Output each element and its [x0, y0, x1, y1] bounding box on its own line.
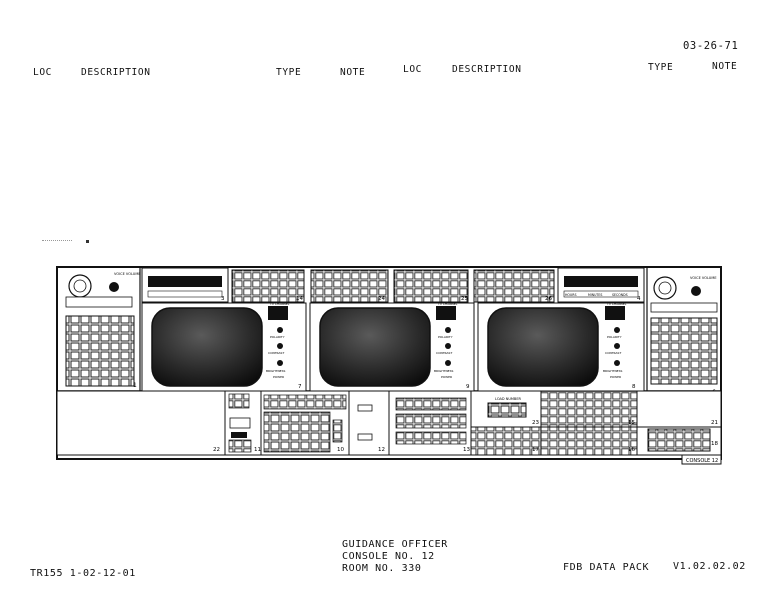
svg-text:4: 4 — [637, 296, 641, 302]
tv-monitor-09 — [309, 302, 475, 392]
footer-title-line2: CONSOLE NO. 12 — [342, 551, 435, 562]
dial-icon — [68, 274, 92, 298]
clock-03 — [141, 267, 229, 303]
svg-text:16: 16 — [628, 447, 635, 453]
svg-text:CONSOLE 12: CONSOLE 12 — [686, 458, 718, 464]
scan-dot — [86, 240, 89, 243]
svg-text:CONTRAST: CONTRAST — [268, 351, 284, 355]
load-number-indicator-23 — [470, 390, 542, 428]
svg-text:9: 9 — [466, 384, 470, 390]
volume-knob-icon — [109, 282, 119, 292]
svg-text:22: 22 — [213, 447, 220, 453]
svg-text:LOAD NUMBER: LOAD NUMBER — [495, 397, 522, 401]
two-pbi-switch-12 — [348, 390, 390, 456]
svg-text:POWER: POWER — [441, 375, 452, 379]
svg-text:BRIGHTNESS: BRIGHTNESS — [434, 369, 453, 373]
switch-module-17 — [470, 426, 542, 456]
console-tag — [681, 454, 722, 465]
svg-text:26: 26 — [545, 296, 552, 302]
event-indicator-24 — [310, 269, 389, 303]
svg-text:15: 15 — [628, 420, 635, 426]
svg-text:CONTRAST: CONTRAST — [436, 351, 452, 355]
svg-text:3: 3 — [221, 296, 225, 302]
footer-title-line3: ROOM NO. 330 — [342, 563, 422, 574]
svg-text:POLARITY: POLARITY — [438, 335, 453, 339]
svg-text:BRIGHTNESS: BRIGHTNESS — [603, 369, 622, 373]
header-description-right: DESCRIPTION — [452, 64, 522, 75]
switch-module-16 — [540, 426, 638, 456]
switch-module-18 — [647, 428, 711, 452]
svg-text:BRIGHTNESS: BRIGHTNESS — [266, 369, 285, 373]
header-type-right: TYPE — [648, 62, 674, 73]
svg-text:25: 25 — [461, 296, 468, 302]
footer-title-line1: GUIDANCE OFFICER — [342, 539, 448, 550]
blank-panel-22 — [56, 390, 226, 456]
clock-04 — [557, 267, 645, 303]
svg-text:POWER: POWER — [610, 375, 621, 379]
document-date: 03-26-71 — [683, 40, 739, 52]
svg-text:POWER: POWER — [273, 375, 284, 379]
svg-text:10: 10 — [337, 447, 344, 453]
svg-text:13: 13 — [463, 447, 470, 453]
svg-text:18: 18 — [711, 441, 718, 447]
tv-monitor-07 — [141, 302, 307, 392]
svg-text:24: 24 — [378, 296, 385, 302]
dial-icon — [653, 276, 677, 300]
display-request-keyboard-10 — [260, 390, 350, 456]
svg-text:SECONDS: SECONDS — [612, 293, 628, 297]
header-description-left: DESCRIPTION — [81, 67, 151, 78]
svg-text:7: 7 — [298, 384, 302, 390]
header-note-right: NOTE — [712, 61, 738, 72]
scan-mark — [42, 240, 72, 243]
tv-monitor-08 — [477, 302, 645, 392]
voice-comm-panel-06 — [650, 276, 718, 385]
header-loc-right: LOC — [403, 64, 422, 75]
svg-text:POLARITY: POLARITY — [607, 335, 622, 339]
svg-text:23: 23 — [532, 420, 539, 426]
event-indicator-14 — [231, 269, 305, 303]
blank-panel-21 — [636, 390, 722, 428]
volume-knob-icon — [691, 286, 701, 296]
footer-pack: FDB DATA PACK — [563, 562, 650, 573]
event-indicator-15 — [540, 390, 638, 428]
footer-code: TR155 1-02-12-01 — [30, 568, 136, 579]
header-type-left: TYPE — [276, 67, 302, 78]
voice-comm-panel-01 — [65, 274, 135, 387]
svg-text:VOICE VOLUME: VOICE VOLUME — [690, 276, 717, 280]
svg-text:CONTRAST: CONTRAST — [605, 351, 621, 355]
switch-module-26 — [473, 269, 555, 303]
svg-text:POLARITY: POLARITY — [270, 335, 285, 339]
svg-text:21: 21 — [711, 420, 718, 426]
svg-text:17: 17 — [532, 447, 539, 453]
event-indicator-25 — [393, 269, 469, 303]
svg-text:TV CHANNEL: TV CHANNEL — [269, 302, 290, 306]
svg-text:TV CHANNEL: TV CHANNEL — [606, 302, 627, 306]
svg-text:TV CHANNEL: TV CHANNEL — [437, 302, 458, 306]
svg-text:MINUTES: MINUTES — [588, 293, 602, 297]
svg-text:11: 11 — [254, 447, 261, 453]
footer-version: V1.02.02.02 — [673, 561, 746, 572]
svg-text:12: 12 — [378, 447, 385, 453]
manual-select-keyboard-13 — [388, 390, 472, 456]
svg-text:1: 1 — [133, 382, 137, 389]
svg-text:HOURS: HOURS — [565, 293, 576, 297]
status-report-panel-11 — [224, 390, 262, 456]
header-note-left: NOTE — [340, 67, 366, 78]
svg-text:VOICE VOLUME: VOICE VOLUME — [114, 272, 141, 276]
svg-text:14: 14 — [296, 296, 303, 302]
header-loc-left: LOC — [33, 67, 52, 78]
svg-text:8: 8 — [632, 384, 636, 390]
